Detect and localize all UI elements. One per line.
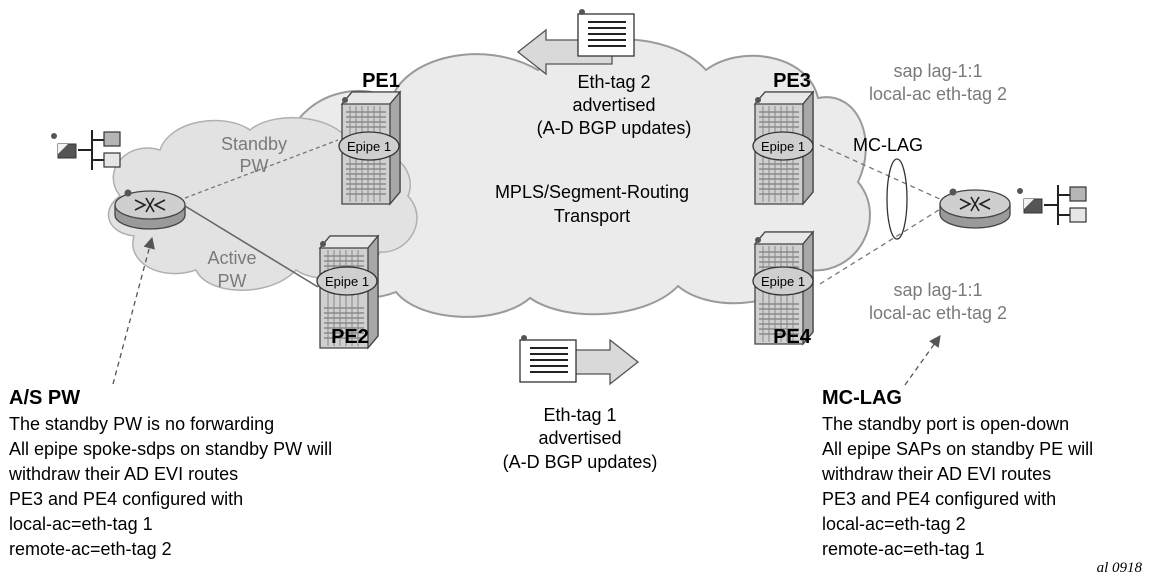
sap-bottom-label: sap lag-1:1 — [893, 280, 982, 300]
pe4-epipe-label: Epipe 1 — [761, 274, 805, 289]
adv-bottom-label: Eth-tag 1 — [543, 405, 616, 425]
right-note-line: All epipe SAPs on standby PE will — [822, 439, 1093, 459]
standby-pw-label: Standby — [221, 134, 287, 154]
right-note-line: PE3 and PE4 configured with — [822, 489, 1056, 509]
mc-lag-bundle-icon — [886, 158, 908, 240]
adv-top-label: (A-D BGP updates) — [537, 118, 692, 138]
pe2-epipe-label: Epipe 1 — [325, 274, 369, 289]
adv-top-label: advertised — [572, 95, 655, 115]
right-note-line: local-ac=eth-tag 2 — [822, 514, 966, 534]
mc-lag-link-pe4 — [819, 207, 943, 285]
bgp-update-doc-icon — [577, 8, 635, 57]
right-note-line: remote-ac=eth-tag 1 — [822, 539, 985, 559]
cloud-label: MPLS/Segment-Routing — [495, 182, 689, 202]
pe3-epipe-badge — [752, 131, 814, 161]
pe2-label: PE2 — [331, 326, 369, 348]
right-note-line: The standby port is open-down — [822, 414, 1069, 434]
pe2-router-icon — [319, 235, 379, 349]
adv-bottom-label: (A-D BGP updates) — [503, 452, 658, 472]
sap-top-label: sap lag-1:1 — [893, 61, 982, 81]
standby-pw-label: PW — [240, 156, 269, 176]
left-note-line: PE3 and PE4 configured with — [9, 489, 243, 509]
mc-lag-label: MC-LAG — [853, 135, 923, 155]
left-note-line: withdraw their AD EVI routes — [8, 464, 238, 484]
pe3-epipe-label: Epipe 1 — [761, 139, 805, 154]
active-pw-line — [184, 205, 319, 288]
right-note-line: withdraw their AD EVI routes — [821, 464, 1051, 484]
pe4-router-icon — [754, 231, 814, 345]
pe4-epipe-badge — [752, 266, 814, 296]
left-note-line: local-ac=eth-tag 1 — [9, 514, 153, 534]
sap-top-label: local-ac eth-tag 2 — [869, 84, 1007, 104]
bgp-update-doc-icon — [519, 334, 577, 383]
adv-bottom-label: advertised — [538, 428, 621, 448]
router-icon — [939, 187, 1011, 229]
host-group-icon — [50, 129, 121, 171]
adv-top-label: Eth-tag 2 — [577, 72, 650, 92]
left-note-line: remote-ac=eth-tag 2 — [9, 539, 172, 559]
pe1-epipe-badge — [338, 131, 400, 161]
host-group-icon — [1016, 184, 1087, 226]
active-pw-label: PW — [218, 271, 247, 291]
left-note-line: All epipe spoke-sdps on standby PW will — [9, 439, 332, 459]
pe4-label: PE4 — [773, 326, 812, 348]
active-pw-label: Active — [207, 248, 256, 268]
left-callout-arrow — [112, 236, 155, 385]
right-callout-arrow — [904, 335, 941, 386]
cloud-label: Transport — [554, 206, 630, 226]
right-note-title: MC-LAG — [822, 387, 902, 409]
left-note-line: The standby PW is no forwarding — [9, 414, 274, 434]
left-note-title: A/S PW — [9, 387, 80, 409]
pe1-epipe-label: Epipe 1 — [347, 139, 391, 154]
pe1-router-icon — [341, 91, 401, 205]
sap-bottom-label: local-ac eth-tag 2 — [869, 303, 1007, 323]
figure-reference: al 0918 — [1097, 560, 1143, 576]
router-icon — [114, 188, 186, 230]
pe3-router-icon — [754, 91, 814, 205]
mc-lag-link-pe3 — [819, 144, 943, 201]
mpls-transport-cloud — [273, 38, 871, 318]
standby-pw-line — [184, 139, 339, 199]
pe2-epipe-badge — [316, 266, 378, 296]
pe1-label: PE1 — [362, 70, 400, 92]
right-arrow-icon — [567, 338, 640, 386]
pe3-label: PE3 — [773, 70, 811, 92]
